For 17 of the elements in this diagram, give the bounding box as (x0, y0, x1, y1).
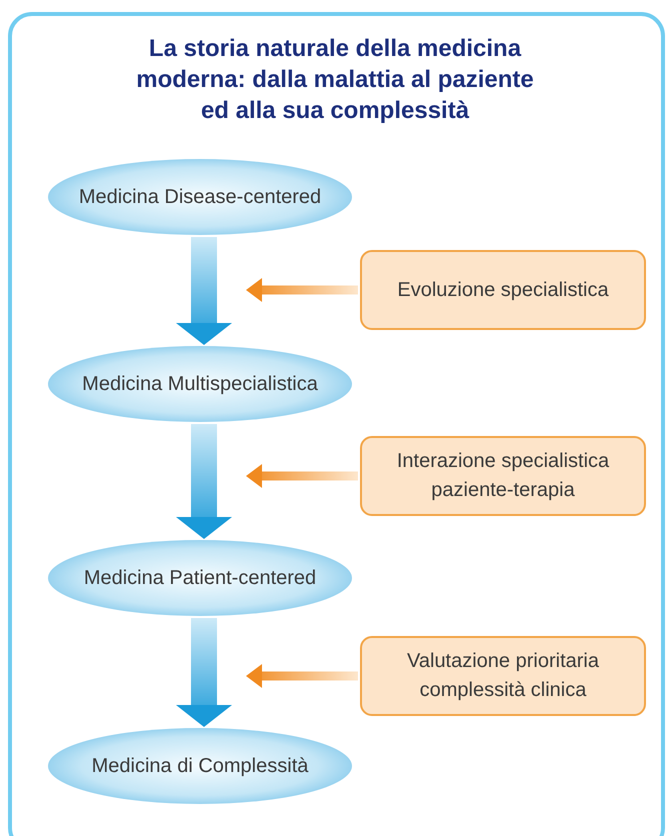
node-label: Evoluzione specialistica (397, 278, 609, 302)
process-box (360, 436, 646, 516)
process-box (360, 636, 646, 716)
title: La storia naturale della medicina moderna: dalla malattia al paziente ed alla sua complessità (135, 34, 535, 126)
arrow (176, 237, 232, 345)
process-box (360, 250, 646, 330)
arrow (176, 618, 232, 727)
node-label: Medicina Disease-centered (78, 184, 322, 210)
arrow (176, 424, 232, 539)
node-label: Medicina Patient-centered (84, 566, 316, 590)
node-label: Interazione specialistica paziente-terapia (396, 449, 610, 503)
node-label: Medicina di Complessità (92, 754, 308, 778)
arrow (246, 464, 358, 488)
arrow (246, 664, 358, 688)
node-label: Valutazione prioritaria complessità clinica (406, 649, 600, 703)
arrow (246, 278, 358, 302)
node-label: Medicina Multispecialistica (82, 372, 318, 396)
